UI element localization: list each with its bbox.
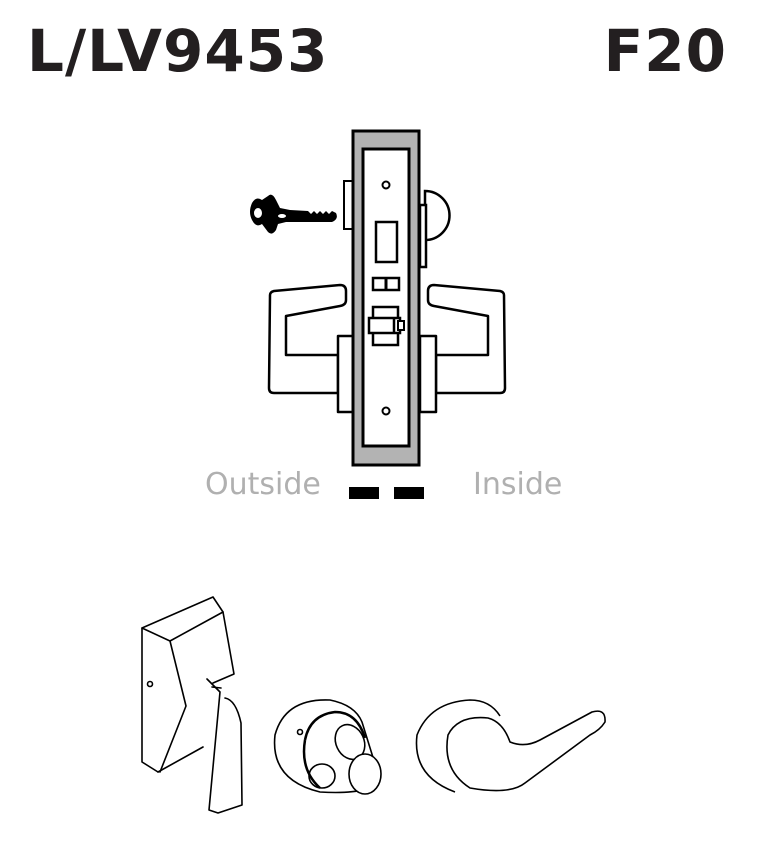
- key-icon: [250, 194, 337, 234]
- thumbturn-rosette-icon: [273, 699, 382, 795]
- thumbturn-icon: [418, 189, 451, 269]
- model-number: L/LV9453: [27, 17, 329, 85]
- lever-handle-icon: [415, 699, 606, 793]
- dashed-line-icon: [349, 487, 424, 499]
- outside-lever-icon: [267, 283, 356, 414]
- inside-lever-icon: [418, 283, 507, 414]
- inside-label: Inside: [473, 467, 563, 502]
- function-code: F20: [603, 17, 727, 85]
- mortise-case-icon: [351, 129, 421, 467]
- lever-trim-icon: [141, 596, 243, 814]
- outside-label: Outside: [205, 467, 321, 502]
